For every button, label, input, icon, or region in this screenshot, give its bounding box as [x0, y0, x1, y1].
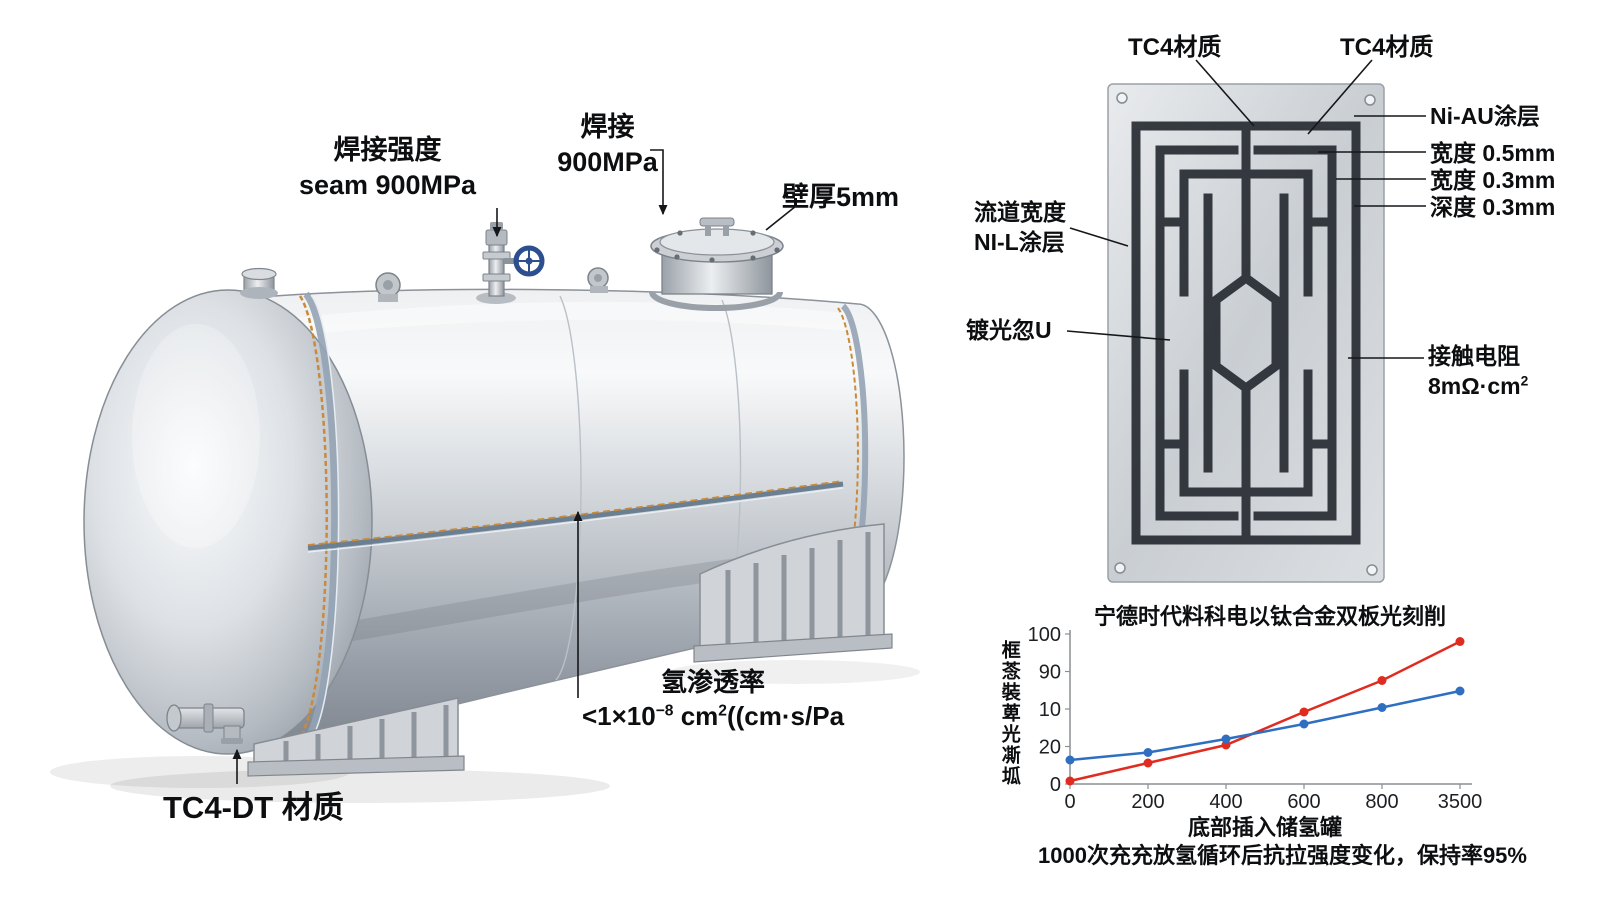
x-tick-label: 800: [1365, 791, 1398, 813]
tank-illustration: [50, 217, 920, 803]
drain-nozzle: [166, 703, 245, 744]
red-series-marker: [1299, 707, 1309, 717]
contact-value-text: 8mΩ·cm: [1428, 372, 1521, 399]
weld-strength-label: 焊接强度 seam 900MPa: [290, 133, 485, 203]
y-tick-label: 100: [1028, 626, 1061, 646]
x-tick-label: 3500: [1438, 791, 1482, 813]
saddle-support-left: [247, 697, 465, 777]
channel-width-05-label: 宽度 0.5mm: [1430, 140, 1556, 166]
y-tick-label: 20: [1039, 737, 1061, 759]
chart-title: 宁德时代料科电以钛合金双板光刻削: [1093, 604, 1446, 629]
flow-channel-width-line1: 流道宽度: [974, 199, 1066, 225]
flow-channel-width-label: 流道宽度 NI-L涂层: [974, 198, 1066, 258]
red-series-line: [1069, 640, 1461, 783]
x-tick-label: 200: [1131, 791, 1164, 813]
top-nozzle: [240, 267, 278, 299]
permeability-formula: <1×10−8 cm2((cm·s/Pa: [548, 700, 878, 734]
weld-seam-longitudinal: [307, 480, 844, 553]
bipolar-plate-illustration: [1107, 83, 1385, 583]
formula-sup1: −8: [655, 702, 674, 720]
x-tick-label: 400: [1209, 791, 1242, 813]
formula-part1: <1×10: [581, 700, 656, 731]
permeability-label: 氢渗透率 <1×10−8 cm2((cm·s/Pa: [548, 666, 878, 734]
contact-resistance-line1: 接触电阻: [1428, 343, 1520, 369]
contact-resistance-label: 接触电阻 8mΩ·cm2: [1428, 342, 1528, 402]
valve-handwheel: [513, 245, 545, 277]
y-tick-label: 0: [1050, 774, 1061, 796]
wall-thickness-label: 壁厚5mm: [782, 182, 900, 212]
manhole-bolts: [654, 230, 780, 263]
flow-channels: [1131, 121, 1361, 545]
weld-line1: 焊接: [580, 112, 635, 142]
red-series-marker: [1377, 676, 1387, 685]
chart-axes: [1069, 630, 1472, 785]
red-series-marker: [1065, 776, 1075, 786]
chart-y-axis-label: 框菍裝萆光凘坬: [998, 640, 1020, 787]
channel-depth-03-label: 深度 0.3mm: [1430, 194, 1556, 220]
blue-series-marker: [1221, 734, 1231, 744]
contact-resistance-value: 8mΩ·cm2: [1428, 372, 1528, 402]
x-tick-label: 600: [1287, 791, 1320, 813]
blue-series-marker: [1377, 703, 1387, 712]
red-series-marker: [1455, 637, 1465, 646]
chart-caption: 1000次充充放氢循环后抗拉强度变化，保持率95%: [1038, 843, 1527, 868]
blue-series-marker: [1065, 755, 1075, 765]
tc4-material-label-right: TC4材质: [1340, 34, 1434, 61]
contact-value-sup: 2: [1520, 373, 1529, 389]
saddle-support-right: [693, 523, 893, 663]
permeability-title: 氢渗透率: [660, 667, 765, 697]
valve-assembly: [476, 222, 545, 304]
weld-strength-line1: 焊接强度: [333, 135, 442, 165]
weld-strength-line2: seam 900MPa: [298, 170, 477, 201]
x-tick-label: 0: [1064, 791, 1075, 813]
tank-dome: [83, 289, 373, 755]
blue-series-marker: [1299, 719, 1309, 729]
ni-au-coating-label: Ni-AU涂层: [1430, 103, 1540, 129]
tank-material-label: TC4-DT 材质: [163, 790, 344, 825]
chart-x-axis-label: 底部插入储氢罐: [1187, 815, 1342, 840]
weld-seam-left: [297, 291, 340, 745]
y-tick-label: 10: [1039, 699, 1061, 721]
tc4-material-label-left: TC4材质: [1128, 34, 1222, 61]
formula-part2: cm: [673, 700, 719, 731]
channel-width-03-label: 宽度 0.3mm: [1430, 167, 1556, 193]
y-tick-label: 90: [1039, 662, 1061, 684]
formula-sup2: 2: [718, 702, 727, 720]
retention-chart: 0 200 400 600 800 3500 0 20 10 90 100: [1028, 626, 1482, 813]
manhole: [649, 217, 784, 311]
weld-line2: 900MPa: [557, 147, 658, 178]
plating-label: 镀光忽U: [966, 317, 1052, 343]
blue-series-marker: [1143, 748, 1153, 757]
formula-part3: ((cm·s/Pa: [726, 700, 845, 731]
weld-label: 焊接 900MPa: [540, 110, 675, 180]
blue-series-marker: [1455, 686, 1465, 696]
red-series-marker: [1143, 758, 1153, 768]
flow-channel-width-line2: NI-L涂层: [974, 228, 1065, 255]
lifting-lug-right: [587, 267, 609, 293]
blue-series-line: [1069, 689, 1461, 762]
lifting-lug-left: [375, 272, 401, 302]
